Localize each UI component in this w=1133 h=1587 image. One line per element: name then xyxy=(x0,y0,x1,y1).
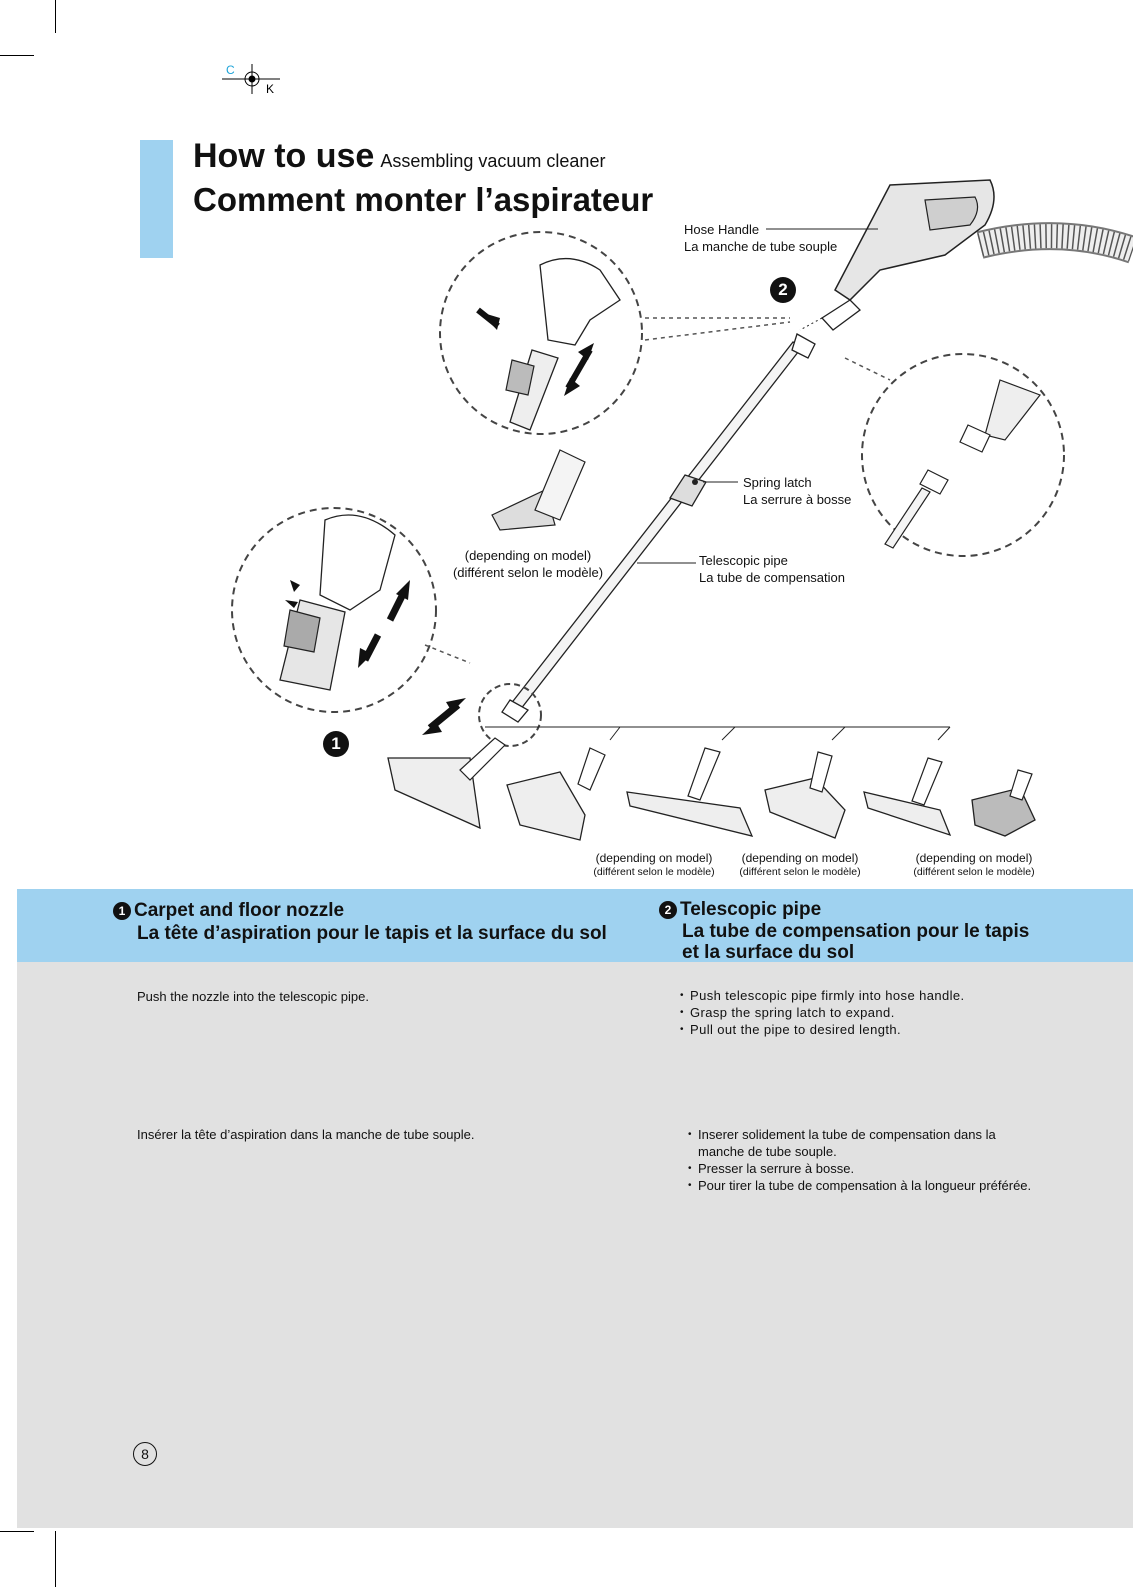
registration-k-label: K xyxy=(266,82,275,96)
crop-mark xyxy=(55,1531,56,1587)
crop-mark xyxy=(55,0,56,33)
nozzle-note: (depending on model) (différent selon le… xyxy=(913,851,1035,878)
list-item: Inserer solidement la tube de compensati… xyxy=(688,1126,1033,1160)
page-subtitle-en: Assembling vacuum cleaner xyxy=(380,151,606,171)
list-item: Grasp the spring latch to expand. xyxy=(680,1004,1080,1021)
list-item: Push telescopic pipe firmly into hose ha… xyxy=(680,987,1080,1004)
crop-mark xyxy=(0,55,34,56)
page-number: 8 xyxy=(133,1442,157,1466)
nozzle-note: (depending on model) (différent selon le… xyxy=(593,851,715,878)
page-title-fr: Comment monter l’aspirateur xyxy=(193,181,654,218)
title-accent-bar xyxy=(140,140,173,258)
telescopic-pipe-label: Telescopic pipe La tube de compensation xyxy=(699,553,845,585)
parquet-nozzle-icon xyxy=(626,747,754,837)
list-item: Presser la serrure à bosse. xyxy=(688,1160,1033,1177)
turbo-nozzle-icon xyxy=(506,747,606,841)
spring-latch-label: Spring latch La serrure à bosse xyxy=(743,475,852,507)
carpet-floor-nozzle-icon xyxy=(387,737,506,830)
telescopic-pipe-icon xyxy=(501,333,816,723)
detail-circle-right xyxy=(844,353,1065,557)
section-body xyxy=(17,962,1133,1528)
hard-floor-nozzle-icon xyxy=(863,757,952,837)
registration-mark-icon xyxy=(222,64,280,94)
registration-c-label: C xyxy=(226,63,235,77)
hose-icon xyxy=(976,222,1133,264)
section2-number-icon: 2 xyxy=(659,901,677,919)
section1-text-en: Push the nozzle into the telescopic pipe… xyxy=(137,989,369,1004)
step-1-badge: 1 xyxy=(323,731,349,757)
step-2-badge: 2 xyxy=(770,277,796,303)
nozzle-note: (depending on model) (différent selon le… xyxy=(739,851,861,878)
hose-handle-icon xyxy=(820,179,995,331)
combination-nozzle-icon xyxy=(764,751,846,839)
section1-text-fr: Insérer la tête d’aspiration dans la man… xyxy=(137,1127,475,1142)
section2-bullets-en: Push telescopic pipe firmly into hose ha… xyxy=(680,987,1080,1038)
section2-bullets-fr: Inserer solidement la tube de compensati… xyxy=(688,1126,1033,1194)
list-item: Pull out the pipe to desired length. xyxy=(680,1021,1080,1038)
dusting-brush-icon xyxy=(491,449,586,531)
assembly-illustration xyxy=(231,179,1133,841)
mini-turbo-nozzle-icon xyxy=(971,769,1036,837)
hose-handle-label: Hose Handle La manche de tube souple xyxy=(684,222,838,254)
detail-circle-top xyxy=(439,231,643,435)
detail-circle-small xyxy=(478,683,542,747)
list-item: Pour tirer la tube de compensation à la … xyxy=(688,1177,1033,1194)
section-header-band xyxy=(17,889,1133,962)
model-note: (depending on model) (différent selon le… xyxy=(452,548,604,580)
crop-mark xyxy=(0,1531,34,1532)
detail-circle-left xyxy=(231,507,471,713)
section1-number-icon: 1 xyxy=(113,902,131,920)
